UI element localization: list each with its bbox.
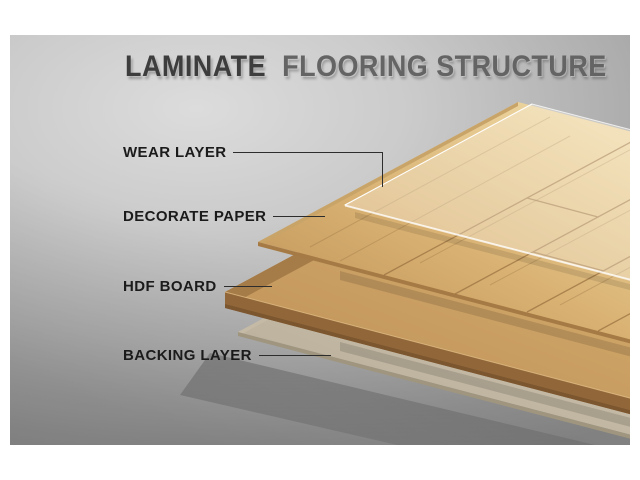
leader-line-wear-vertical [382, 151, 384, 187]
label-wear-layer: WEAR LAYER [123, 143, 227, 161]
wear-film-3d [343, 103, 630, 281]
flooring-illustration [180, 102, 630, 445]
decorate-shadow-on-hdf [340, 271, 630, 357]
page-title: LAMINATE FLOORING STRUCTURE [125, 50, 607, 84]
wood-grain [309, 116, 630, 325]
plank-seams [383, 141, 630, 332]
callout-decorate-paper: DECORATE PAPER [123, 207, 326, 225]
left-margin [0, 0, 10, 480]
wear-film-front-edge [345, 205, 630, 281]
film-shadow-on-decorate [355, 212, 630, 291]
bottom-margin [0, 445, 640, 480]
leader-line-decorate [273, 215, 326, 217]
callout-wear-layer: WEAR LAYER [123, 143, 384, 187]
title-word-laminate: LAMINATE [125, 50, 267, 83]
callout-hdf-board: HDF BOARD [123, 277, 272, 295]
decorate-front-edge [258, 242, 630, 344]
backdrop [10, 35, 630, 445]
leader-line-backing [258, 354, 331, 356]
decorate-paper-3d [258, 102, 630, 344]
cast-shadow [180, 353, 596, 445]
decorate-top-face [258, 102, 630, 340]
hdf-front-edge-lower [225, 304, 630, 415]
leader-line-wear [233, 151, 384, 187]
hdf-shadow-on-backing [340, 342, 630, 427]
hdf-front-edge [225, 292, 630, 415]
leader-line-hdf [223, 285, 272, 287]
top-margin [0, 0, 640, 35]
label-decorate-paper: DECORATE PAPER [123, 207, 267, 225]
callout-backing-layer: BACKING LAYER [123, 346, 331, 364]
decorate-left-edge [258, 102, 518, 246]
hdf-front-top-highlight [224, 291, 630, 399]
backing-front-edge [238, 332, 630, 439]
label-hdf-board: HDF BOARD [123, 277, 217, 295]
wear-film-left-edge-highlight [344, 103, 533, 206]
label-backing-layer: BACKING LAYER [123, 346, 252, 364]
title-words-flooring-structure: FLOORING STRUCTURE [282, 50, 607, 83]
right-margin [630, 0, 640, 480]
